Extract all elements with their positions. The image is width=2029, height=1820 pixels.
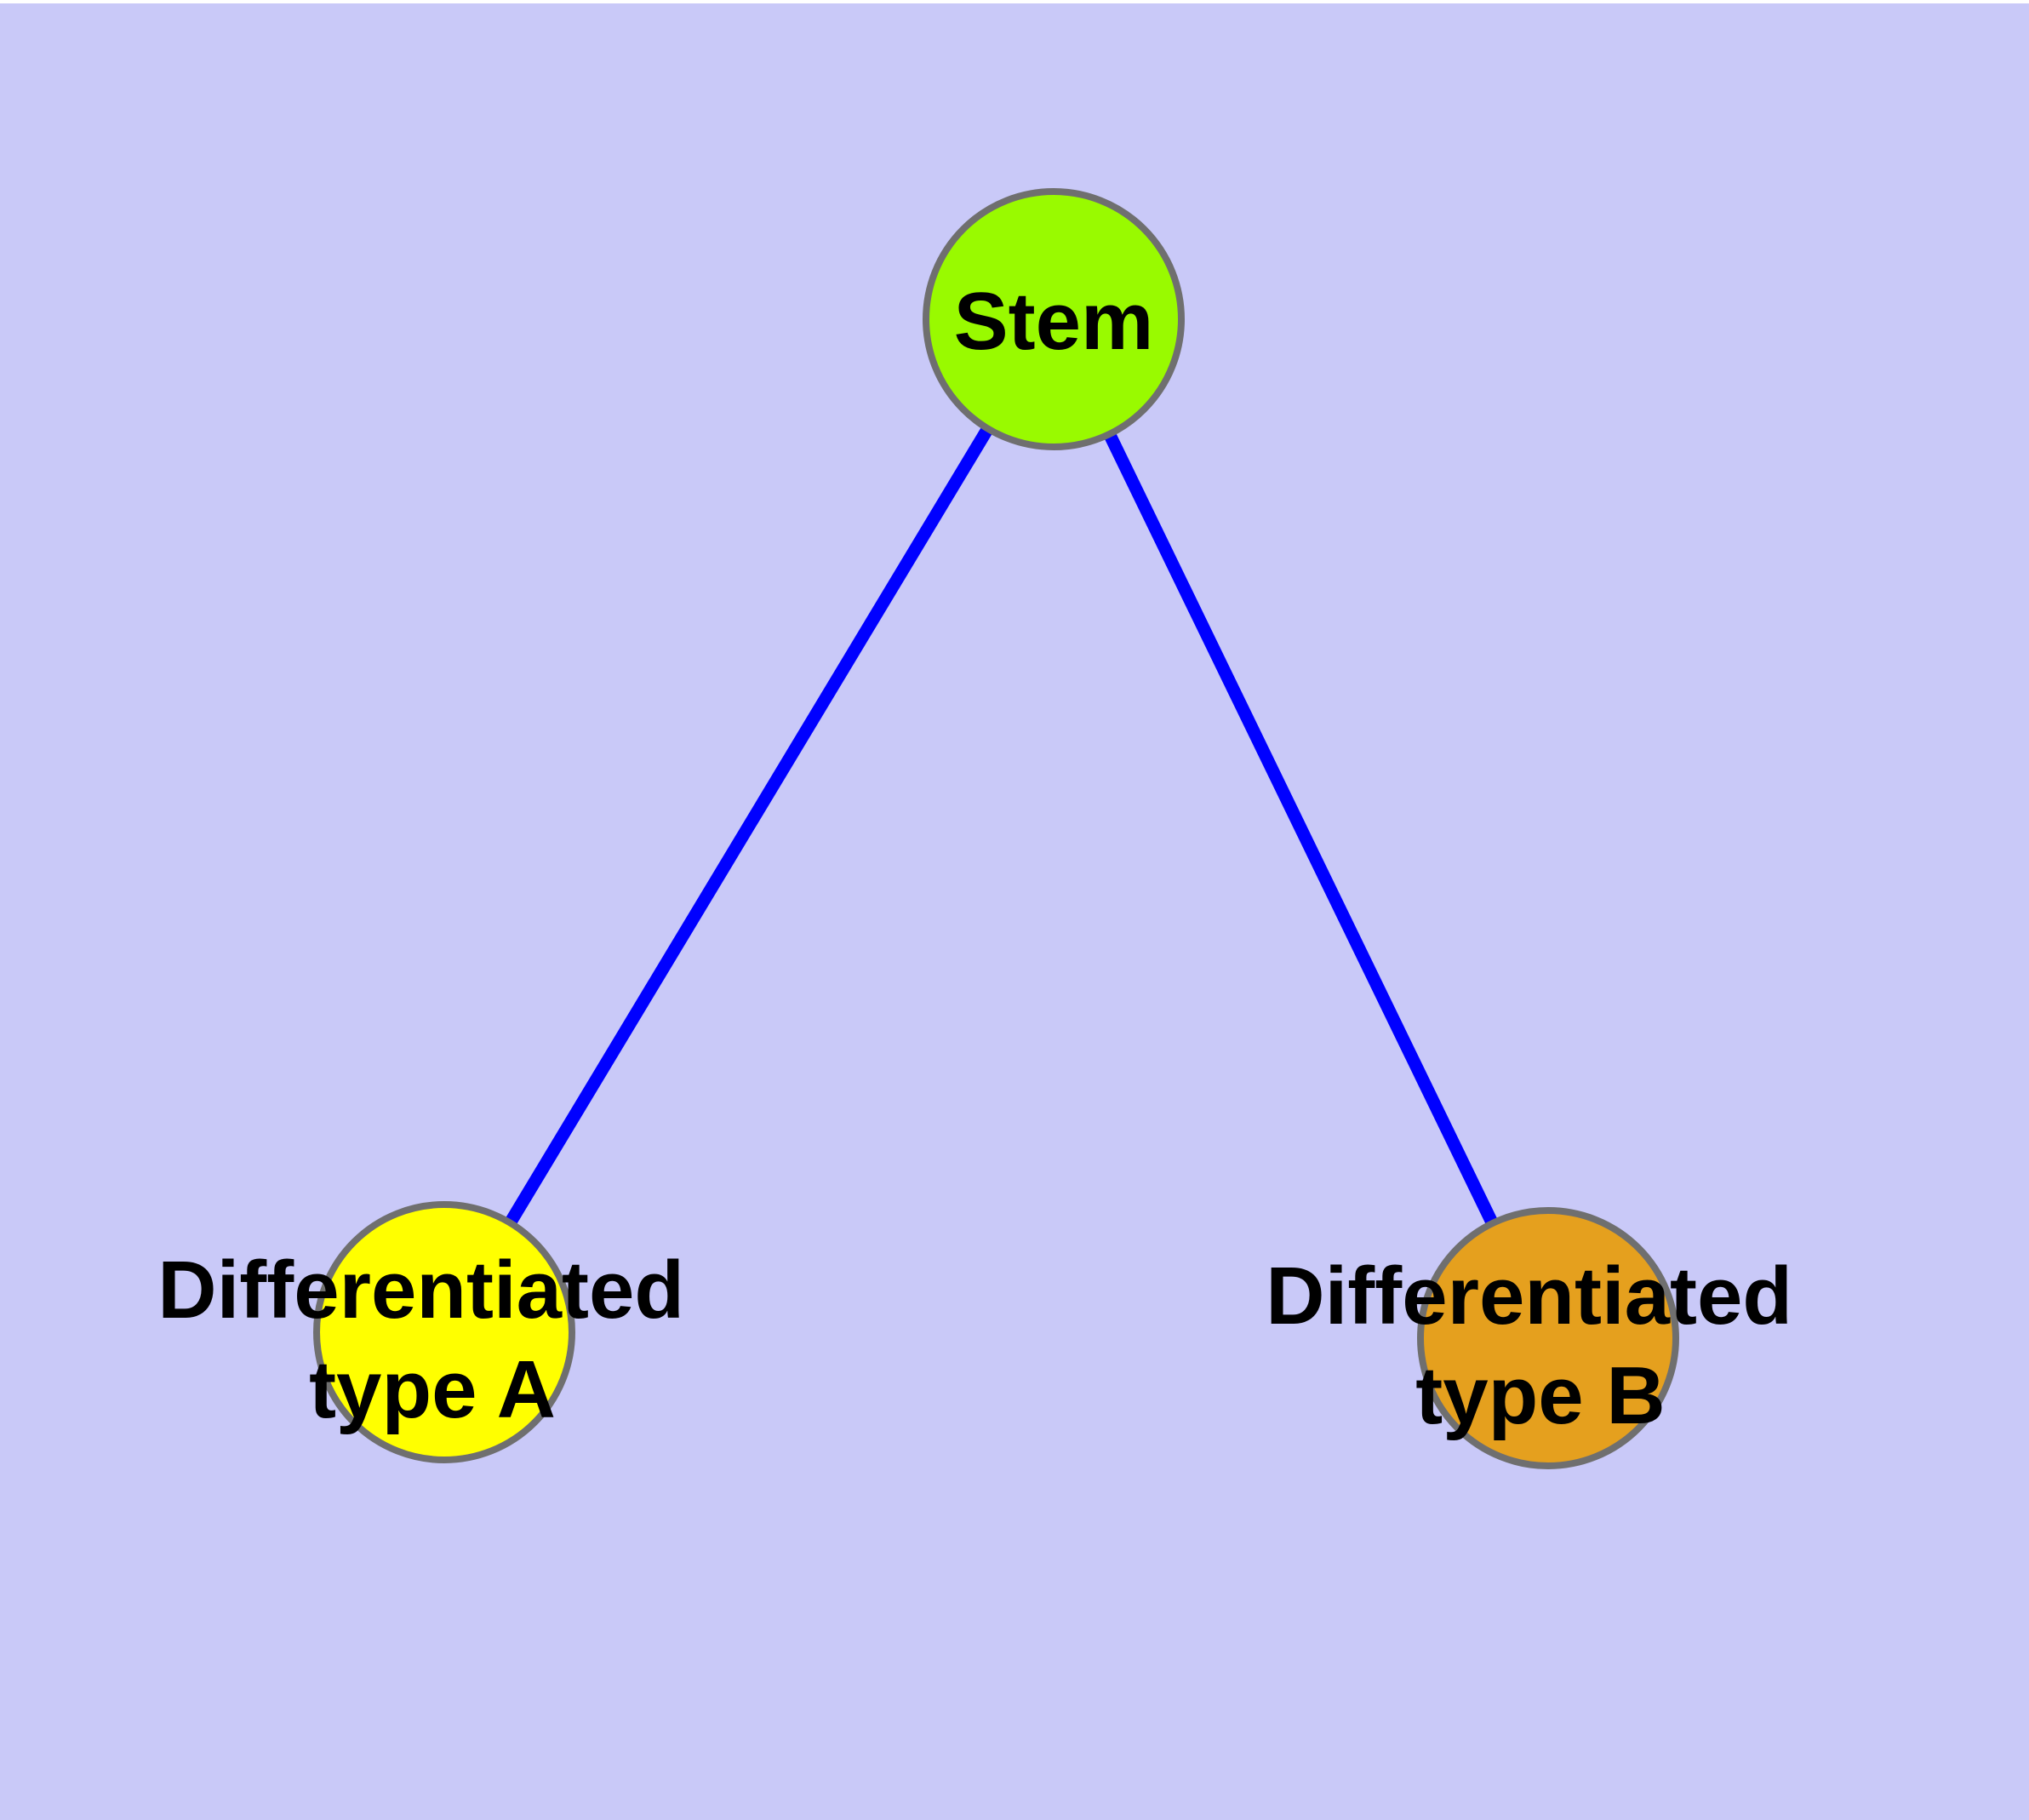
node-differentiated-type-a: Differentiated type A <box>157 1201 706 1463</box>
node-differentiated-type-a-label-line-1: Differentiated <box>157 1245 684 1336</box>
node-differentiated-type-b-circle <box>1417 1207 1679 1469</box>
node-differentiated-type-a-circle <box>313 1201 575 1463</box>
edge-stem-to-type-a <box>438 316 1060 1336</box>
node-differentiated-type-b: Differentiated type B <box>1266 1207 1815 1469</box>
node-stem: Stem <box>923 188 1185 450</box>
node-differentiated-type-a-label: Differentiated type A <box>157 1245 706 1435</box>
node-differentiated-type-b-label: Differentiated type B <box>1266 1251 1815 1441</box>
node-differentiated-type-b-label-line-2: type B <box>1415 1350 1665 1441</box>
edge-group <box>438 316 1554 1342</box>
edge-stem-to-type-b <box>1048 316 1554 1342</box>
node-stem-label-line-1: Stem <box>954 276 1154 367</box>
node-stem-circle <box>923 188 1185 450</box>
node-stem-label: Stem <box>954 276 1154 367</box>
node-differentiated-type-b-label-line-1: Differentiated <box>1266 1251 1792 1342</box>
node-differentiated-type-a-label-line-2: type A <box>309 1344 556 1435</box>
